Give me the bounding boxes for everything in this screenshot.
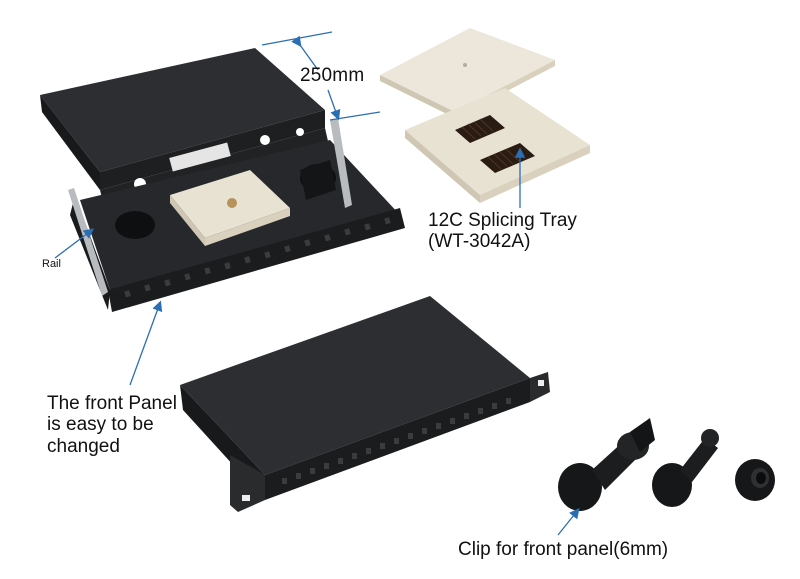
clip-label: Clip for front panel(6mm) xyxy=(458,539,669,560)
open-drawer-enclosure xyxy=(40,48,405,312)
front-panel-label-line1: The front Panel xyxy=(47,393,177,414)
splicing-tray-label-line1: 12C Splicing Tray xyxy=(428,210,577,231)
enclosure-lid xyxy=(40,48,325,172)
front-panel-label-line2: is easy to be xyxy=(47,414,154,436)
splicing-tray-base xyxy=(405,88,590,203)
clip-callout-arrow xyxy=(557,507,580,536)
rail xyxy=(68,188,108,296)
closed-enclosure xyxy=(180,296,550,512)
enclosure-lid-front xyxy=(40,95,100,190)
front-panel-label: The front Panel is easy to be changed xyxy=(47,393,177,457)
drawer-front-panel xyxy=(108,208,405,312)
rail-callout-arrow xyxy=(54,228,95,259)
callout-arrows xyxy=(54,147,580,536)
front-panel-clip-1 xyxy=(558,418,655,511)
front-panel-label-line3: changed xyxy=(47,435,120,457)
dimension-label: 250mm xyxy=(300,65,365,86)
dimension-indicator xyxy=(261,31,381,121)
splicing-tray-label-line2: (WT-3042A) xyxy=(428,231,531,253)
front-panel-clip-2 xyxy=(652,429,719,507)
front-panel-clip-3 xyxy=(735,459,775,501)
front-panel-callout-arrow xyxy=(129,300,163,386)
rail-label: Rail xyxy=(42,258,61,270)
splicing-tray-label: 12C Splicing Tray (WT-3042A) xyxy=(428,210,577,253)
